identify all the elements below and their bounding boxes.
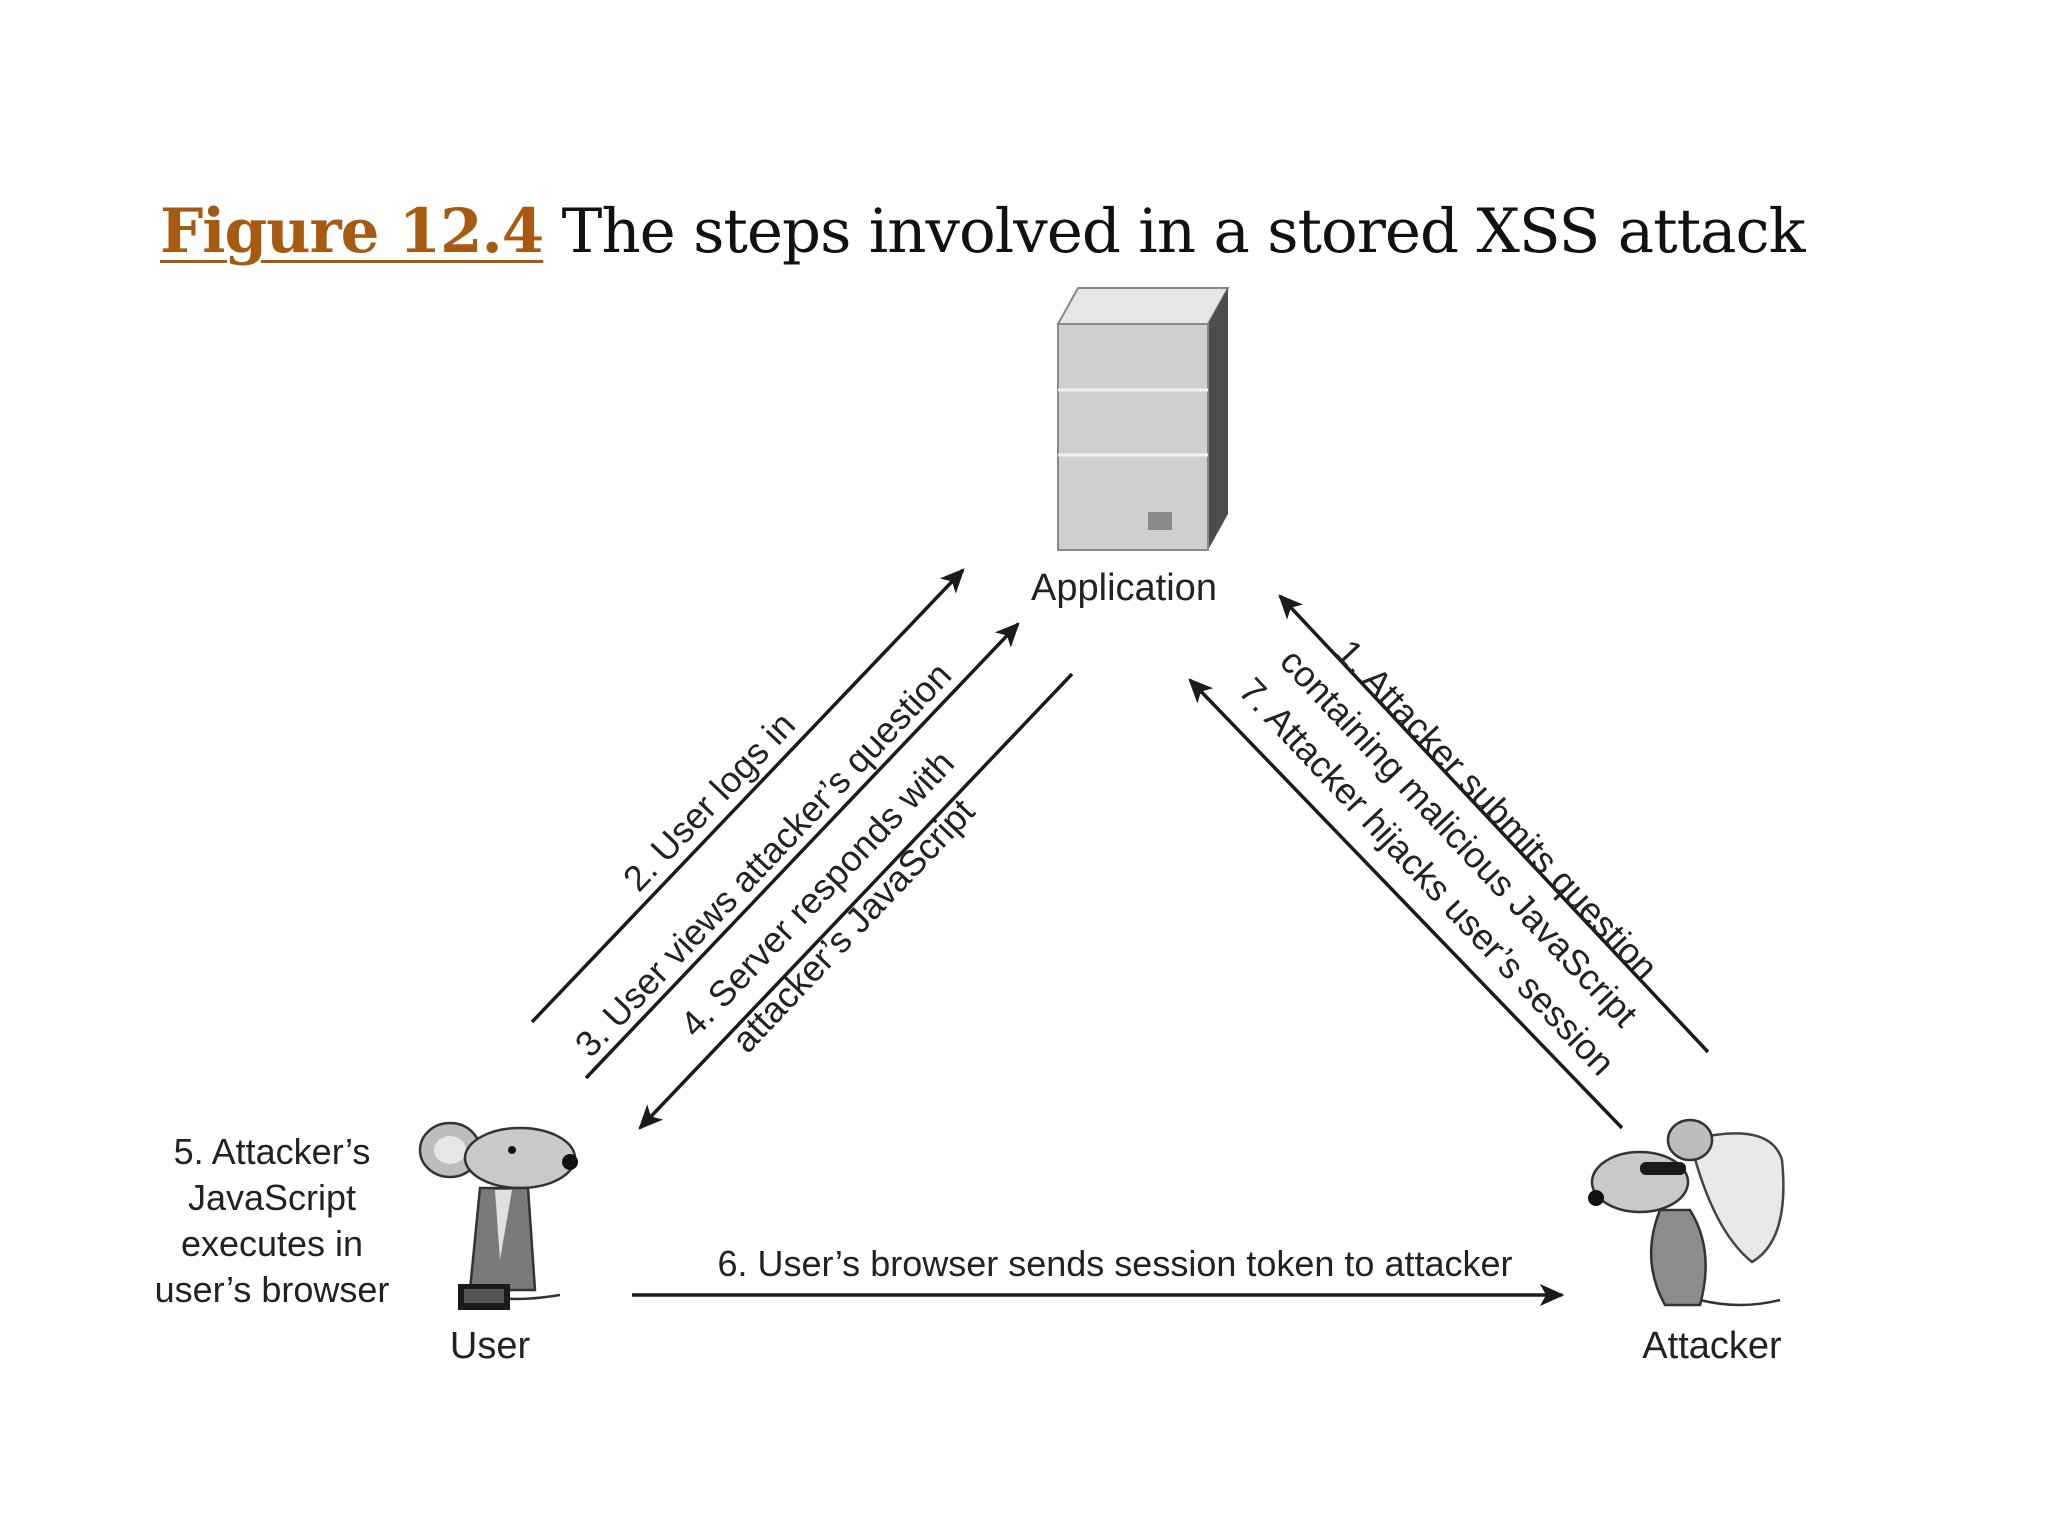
figure-title: The steps involved in a stored XSS attac… xyxy=(561,196,1806,267)
figure-caption: Figure 12.4 The steps involved in a stor… xyxy=(160,196,1806,267)
step-6-label: 6. User’s browser sends session token to… xyxy=(717,1243,1512,1284)
step-7-arrow xyxy=(1188,678,1624,1130)
step-1-label-line2: containing malicious JavaScript xyxy=(1272,640,1646,1034)
step-2-arrow xyxy=(530,568,965,1024)
attacker-label: Attacker xyxy=(1642,1325,1782,1367)
step-3-arrow xyxy=(584,622,1020,1080)
step-5-line3: executes in xyxy=(181,1223,363,1264)
step-1-arrow xyxy=(1278,594,1710,1054)
step-5-line2: JavaScript xyxy=(188,1177,356,1218)
user-mouse-icon xyxy=(418,1121,578,1310)
step-5-note: 5. Attacker’s JavaScript executes in use… xyxy=(155,1131,390,1310)
user-label: User xyxy=(450,1325,531,1367)
step-4-arrow xyxy=(638,672,1074,1130)
figure-number: Figure 12.4 xyxy=(160,196,544,267)
attacker-mouse-icon xyxy=(1588,1118,1785,1307)
server-icon xyxy=(1056,287,1230,551)
step-5-line1: 5. Attacker’s xyxy=(174,1131,371,1172)
application-label: Application xyxy=(1031,567,1217,609)
step-5-line4: user’s browser xyxy=(155,1269,390,1310)
